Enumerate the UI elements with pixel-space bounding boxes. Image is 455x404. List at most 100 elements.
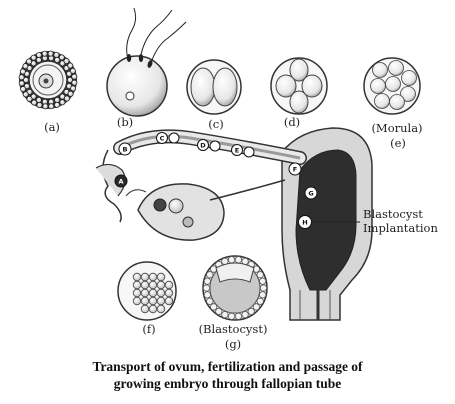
four-cell-stage-d bbox=[270, 57, 328, 115]
svg-text:E: E bbox=[235, 147, 239, 155]
corona-cell bbox=[35, 52, 42, 59]
svg-text:C: C bbox=[160, 135, 165, 143]
trophoblast-cell bbox=[206, 271, 214, 279]
caption-line-2: growing embryo through fallopian tube bbox=[113, 376, 342, 391]
embryo-cell bbox=[156, 304, 166, 314]
label-morula: (Morula) bbox=[371, 121, 422, 135]
marker-D: D bbox=[197, 139, 221, 152]
marker-A: A bbox=[114, 174, 128, 188]
ovum-a bbox=[18, 50, 78, 110]
morula-cell bbox=[370, 78, 386, 94]
trophoblast-cell bbox=[259, 277, 267, 285]
marker-G: G bbox=[304, 186, 318, 200]
corona-cell bbox=[67, 62, 74, 69]
trophoblast-cell bbox=[221, 311, 229, 319]
trophoblast-cell bbox=[203, 277, 211, 285]
morula-cell bbox=[388, 60, 404, 76]
embryo-cell bbox=[132, 288, 142, 298]
embryo-cell bbox=[140, 272, 150, 282]
label-a: (a) bbox=[44, 120, 60, 134]
marker-H: H bbox=[298, 215, 312, 229]
morula-e bbox=[363, 57, 421, 115]
blastocyst-g bbox=[202, 255, 268, 321]
trophoblast-cell bbox=[247, 307, 255, 316]
corona-cell bbox=[48, 103, 55, 110]
embryo-cell bbox=[140, 296, 150, 306]
label-blastocyst-implantation-1: Blastocyst bbox=[363, 207, 423, 221]
corona-cell bbox=[71, 79, 78, 86]
trophoblast-cell bbox=[252, 303, 260, 311]
corona-cell bbox=[53, 51, 60, 58]
embryo-cell bbox=[156, 272, 166, 282]
embryo-cell bbox=[140, 304, 150, 314]
caption-line-1: Transport of ovum, fertilization and pas… bbox=[92, 359, 363, 374]
trophoblast-cell bbox=[234, 312, 243, 320]
embryo-cell bbox=[140, 280, 150, 290]
embryo-cell bbox=[148, 296, 158, 306]
corona-cell bbox=[22, 63, 29, 70]
trophoblast-cell bbox=[234, 256, 243, 264]
fallopian-tube bbox=[113, 129, 307, 165]
embryo-cell bbox=[156, 280, 166, 290]
corona-cell bbox=[22, 91, 29, 98]
corona-cell bbox=[63, 58, 70, 65]
svg-text:G: G bbox=[308, 190, 313, 198]
embryo-cell bbox=[140, 288, 150, 298]
corona-cell bbox=[63, 95, 70, 102]
label-c: (c) bbox=[208, 117, 223, 131]
embryo-cell bbox=[132, 272, 142, 282]
embryo-cell bbox=[164, 280, 174, 290]
corona-cell bbox=[58, 54, 65, 61]
marker-E: E bbox=[231, 144, 255, 158]
corona-cell bbox=[67, 90, 74, 97]
trophoblast-cell bbox=[241, 311, 249, 319]
embryo-cell bbox=[148, 272, 158, 282]
embryo-f bbox=[117, 261, 177, 321]
embryo-cell bbox=[132, 280, 142, 290]
corona-cell bbox=[71, 73, 78, 80]
ovary bbox=[95, 149, 286, 241]
svg-text:F: F bbox=[293, 166, 297, 174]
embryo-cell bbox=[148, 288, 158, 298]
svg-text:A: A bbox=[118, 178, 123, 186]
corona-cell bbox=[19, 68, 26, 75]
embryo-cell bbox=[156, 288, 166, 298]
corona-cell bbox=[42, 103, 49, 110]
trophoblast-cell bbox=[210, 303, 218, 311]
morula-cell bbox=[401, 70, 417, 86]
trophoblast-cell bbox=[206, 297, 214, 305]
trophoblast-cell bbox=[215, 307, 223, 316]
morula-cell bbox=[385, 76, 401, 92]
corona-cell bbox=[59, 99, 66, 106]
label-e: (e) bbox=[390, 136, 406, 150]
corona-cell bbox=[69, 67, 76, 74]
corona-cell bbox=[20, 86, 27, 93]
embryo-cell bbox=[132, 296, 142, 306]
corona-cell bbox=[41, 50, 48, 57]
corona-cell bbox=[26, 58, 33, 65]
corona-cell bbox=[30, 54, 37, 61]
label-f: (f) bbox=[142, 322, 155, 336]
uterus bbox=[281, 127, 373, 321]
embryo-cell bbox=[164, 288, 174, 298]
svg-text:H: H bbox=[302, 219, 307, 227]
trophoblast-cell bbox=[259, 291, 267, 299]
trophoblast-cell bbox=[259, 284, 268, 292]
corona-cell bbox=[26, 95, 33, 102]
embryo-cell bbox=[148, 304, 158, 314]
trophoblast-cell bbox=[256, 297, 264, 305]
morula-cell bbox=[389, 94, 405, 110]
label-blastocyst: (Blastocyst) bbox=[199, 322, 268, 336]
label-b: (b) bbox=[117, 115, 133, 129]
label-g: (g) bbox=[225, 337, 241, 351]
marker-B: B bbox=[118, 142, 132, 156]
marker-C: C bbox=[156, 132, 180, 144]
trophoblast-cell bbox=[203, 291, 211, 299]
fertilized-ovum-b bbox=[106, 7, 187, 117]
embryo-cell bbox=[156, 296, 166, 306]
corona-cell bbox=[54, 101, 61, 108]
trophoblast-cell bbox=[227, 312, 236, 320]
morula-cell bbox=[374, 93, 390, 109]
corona-cell bbox=[36, 102, 43, 109]
